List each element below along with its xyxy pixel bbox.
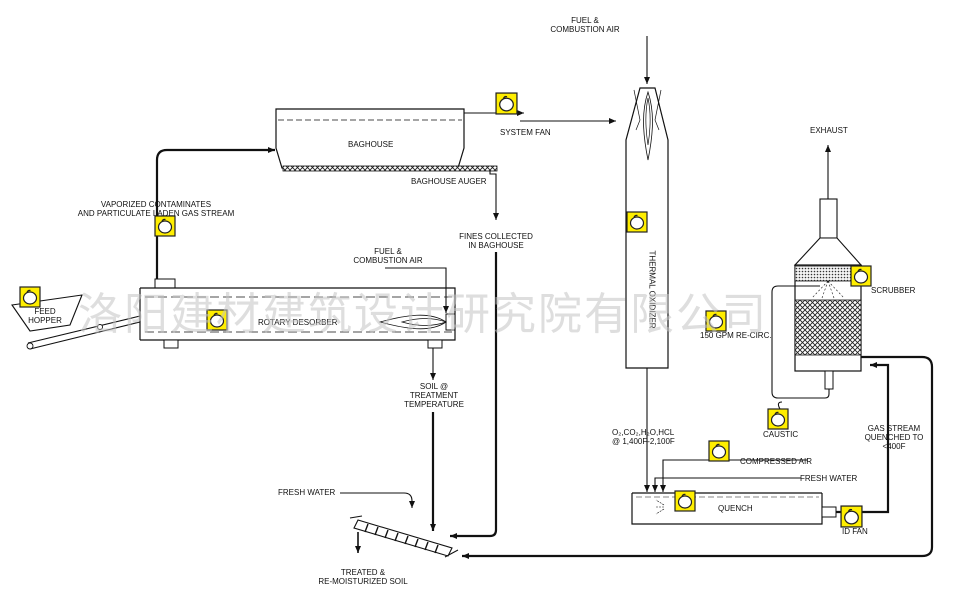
person-head-icon [154,215,176,237]
person-head-icon [626,211,648,233]
fresh-water-left-label: FRESH WATER [278,488,336,497]
caustic-label: CAUSTIC [763,430,799,439]
exhaust-label: EXHAUST [810,126,848,135]
person-head-icon [708,440,730,462]
quench-vessel [631,492,837,525]
desorber-burner-flame [378,314,448,330]
person-head-icon [767,408,789,430]
person-head-icon [674,490,696,512]
fuel-air-top-label: FUEL &COMBUSTION AIR [550,16,620,34]
person-head-icon [19,286,41,308]
rotary-desorber-label: ROTARY DESORBER [258,318,338,327]
baghouse-auger [282,165,498,172]
system-fan-label: SYSTEM FAN [500,128,551,137]
fuel-air-desorber-label: FUEL &COMBUSTION AIR [353,247,423,265]
quench-label: QUENCH [718,504,753,513]
baghouse-label: BAGHOUSE [348,140,394,149]
oxidizer-gases-label: O₂,CO₂,H₂O,HCL@ 1,400F-2,100F [612,428,675,446]
compressed-air-label: COMPRESSED AIR [740,457,813,466]
fresh-water-right-label: FRESH WATER [800,474,858,483]
scrubber [793,198,863,390]
soil-mixer-auger [349,515,459,558]
baghouse-auger-label: BAGHOUSE AUGER [411,177,487,186]
baghouse [275,108,465,169]
watermark: 洛阳建材建筑设计研究院有限公司 [78,289,768,340]
treated-soil-label: TREATED &RE-MOISTURIZED SOIL [318,568,408,586]
recirc-label: 150 GPM RE-CIRC. [700,331,772,340]
person-head-icon [840,505,863,528]
scrubber-label: SCRUBBER [871,286,916,295]
id-fan-label: ID FAN [842,527,868,536]
person-head-icon [850,265,872,287]
person-head-icon [495,92,518,115]
